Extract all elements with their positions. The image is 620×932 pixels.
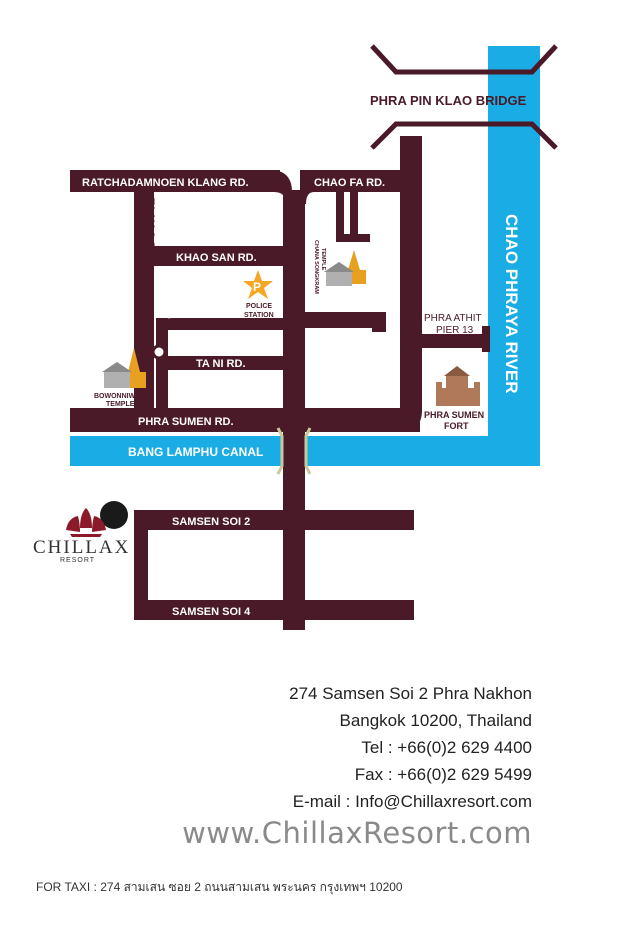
pier-label-2: PIER 13 — [436, 325, 474, 336]
address-line-1: 274 Samsen Soi 2 Phra Nakhon — [289, 684, 532, 703]
chao-phraya-river — [488, 46, 540, 466]
fax-line: Fax : +66(0)2 629 5499 — [354, 765, 532, 784]
chana-label-2: TEMPLE — [320, 248, 326, 271]
bowonniwet-temple-icon — [102, 348, 146, 388]
roads — [70, 136, 490, 630]
road-phra-sumen — [70, 408, 420, 432]
fort-icon — [436, 366, 480, 406]
bowon-label-1: BOWONNIWET — [94, 393, 145, 400]
road-temple-lane-3 — [336, 234, 370, 242]
taxi-note: FOR TAXI : 274 สามเสน ซอย 2 ถนนสามเสน พร… — [36, 880, 403, 894]
police-symbol: P — [253, 280, 261, 294]
address-line-2: Bangkok 10200, Thailand — [339, 711, 532, 730]
road-connector — [160, 318, 300, 330]
label-samsen-soi-2: SAMSEN SOI 2 — [172, 516, 250, 528]
label-phra-sumen: PHRA SUMEN RD. — [138, 416, 234, 428]
road-samsen-soi-2 — [134, 510, 414, 530]
road-loop-vert — [372, 312, 386, 332]
police-label-1: POLICE — [246, 303, 272, 310]
website-link[interactable]: www.ChillaxResort.com — [182, 816, 532, 850]
road-temple-lane-1 — [336, 188, 344, 240]
bridge-shape — [370, 44, 558, 150]
label-samsen: SAMSEN RD. — [285, 494, 300, 576]
lotus-icon — [66, 508, 106, 537]
canal-label: BANG LAMPHU CANAL — [128, 445, 263, 459]
road-ta-ni — [160, 356, 284, 370]
canal-bridges — [276, 427, 312, 475]
bridge-label: PHRA PIN KLAO BRIDGE — [370, 93, 527, 108]
police-label-2: STATION — [244, 312, 274, 319]
label-samsen-soi-4: SAMSEN SOI 4 — [172, 606, 251, 618]
police-star-icon — [243, 270, 273, 299]
label-khao-san: KHAO SAN RD. — [176, 252, 257, 264]
road-samsen-soi-4 — [134, 600, 414, 620]
fort-label-2: FORT — [444, 421, 469, 431]
chana-label-1: CHANA SONGKRAM — [313, 240, 319, 294]
road-khao-san — [152, 246, 284, 266]
bowon-label-2: TEMPLE — [106, 401, 135, 408]
pier-label-1: PHRA ATHIT — [424, 313, 482, 324]
road-pha-athit — [400, 136, 422, 406]
area-map: PHRA PIN KLAO BRIDGE CHAO PHRAYA RIVER B… — [66, 44, 558, 630]
tel-line: Tel : +66(0)2 629 4400 — [361, 738, 532, 757]
label-pha-athit: PHA ATHIT RD. — [401, 240, 415, 326]
road-pier-spur — [420, 334, 488, 348]
road-temple-lane-2 — [350, 188, 358, 240]
fort-label-1: PHRA SUMEN — [424, 410, 484, 420]
label-ta-nao: TA NAO RD. — [144, 198, 156, 261]
logo-sub: RESORT — [60, 557, 96, 564]
label-ta-ni: TA NI RD. — [196, 358, 246, 370]
label-chao-fa: CHAO FA RD. — [314, 177, 385, 189]
road-phra-sumen-curve — [380, 380, 422, 432]
contact-block: 274 Samsen Soi 2 Phra Nakhon Bangkok 102… — [289, 680, 532, 815]
road-ta-nao — [134, 190, 154, 410]
road-chao-fa — [300, 170, 418, 192]
logo-name: CHILLAX — [33, 537, 131, 558]
river-label: CHAO PHRAYA RIVER — [502, 214, 521, 394]
email-line: E-mail : Info@Chillaxresort.com — [292, 792, 532, 811]
road-loop-right — [305, 312, 375, 328]
hotel-location-marker — [100, 501, 128, 529]
roundabout — [151, 344, 167, 360]
chana-songkram-temple-icon — [324, 250, 366, 286]
road-soi-connector — [134, 510, 148, 620]
label-chakraphong: CHAKRAPHONG RD. — [285, 222, 300, 352]
pier-end — [482, 326, 490, 352]
label-ratchadamnoen: RATCHADAMNOEN KLANG RD. — [82, 177, 249, 189]
road-ratchadamnoen — [70, 170, 280, 192]
